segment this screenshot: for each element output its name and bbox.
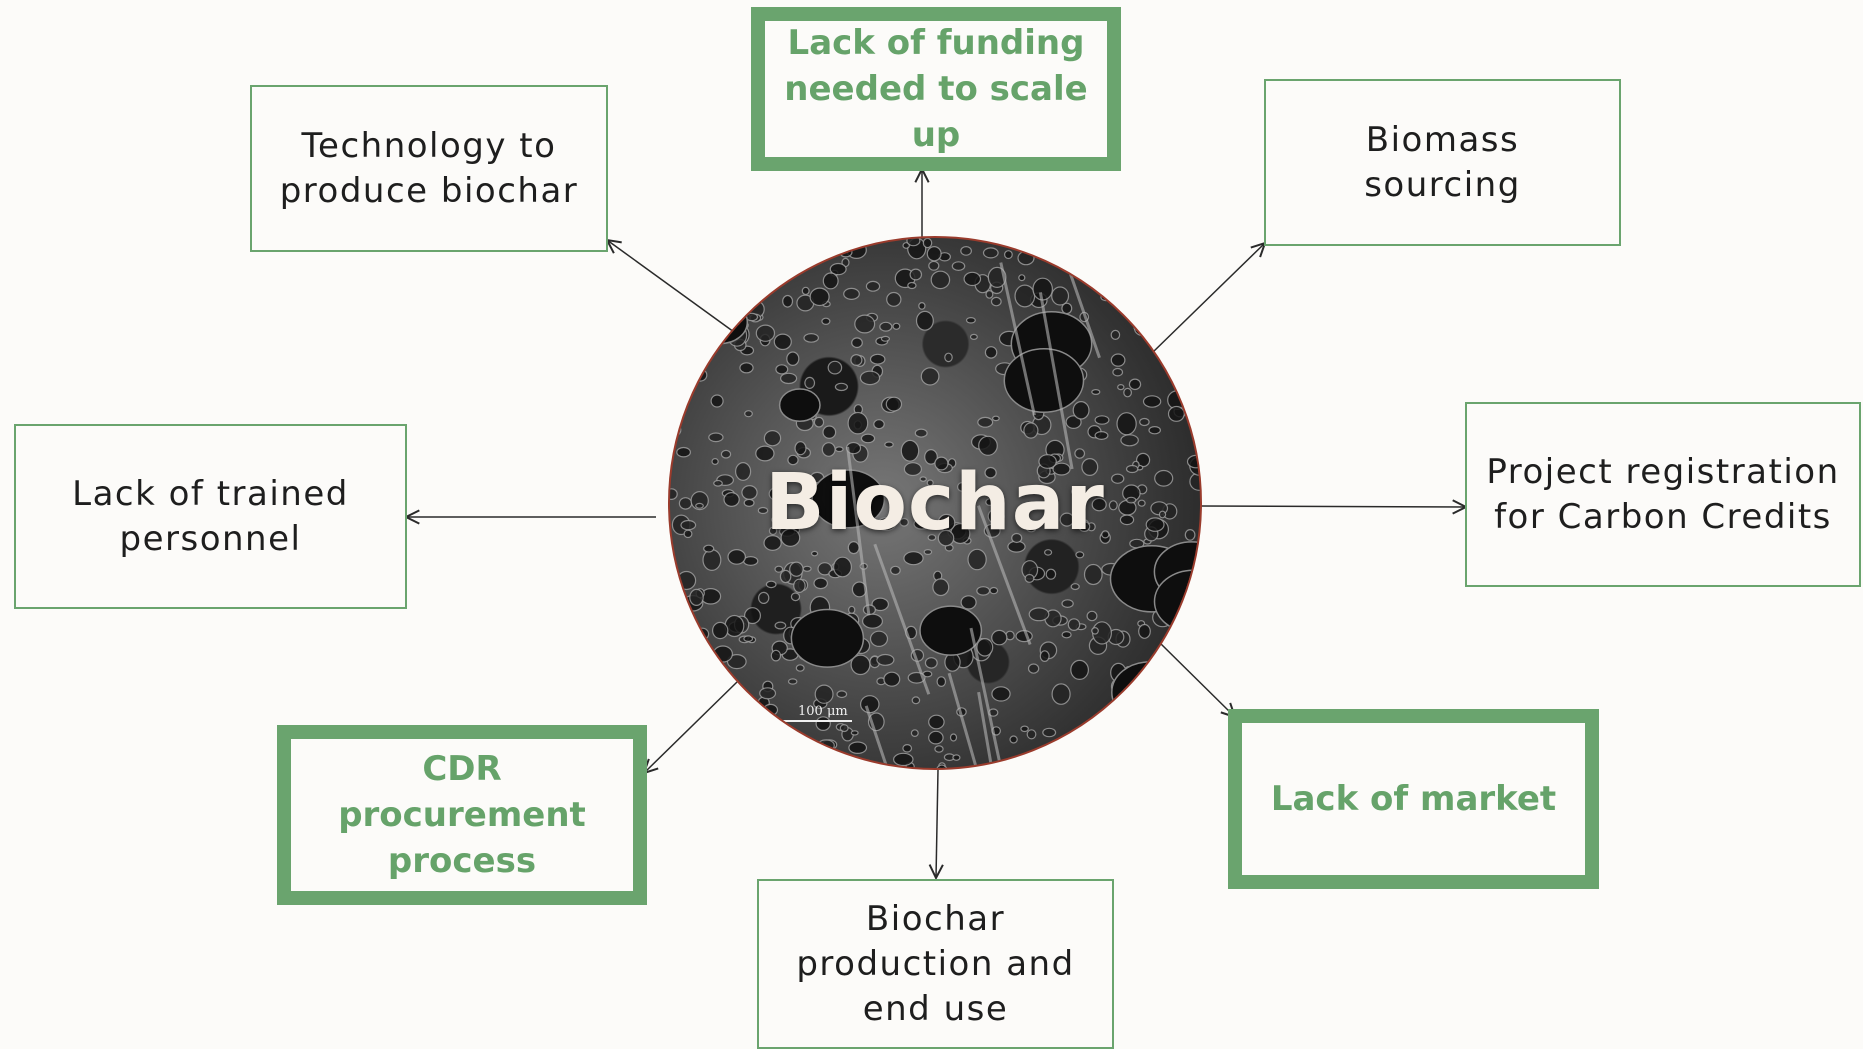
- box-trained-personnel-line-2: personnel: [119, 518, 302, 559]
- box-lack-of-market: Lack of market: [1228, 709, 1599, 889]
- box-technology-line-2: produce biochar: [279, 170, 579, 211]
- biochar-center-circle: 100 μm Biochar: [668, 236, 1202, 770]
- arrow-to-production-end-use: [936, 769, 938, 878]
- box-cdr-procurement: CDR procurement process: [277, 725, 647, 905]
- box-biomass: Biomass sourcing: [1264, 79, 1621, 246]
- box-technology-line-1: Technology to: [301, 125, 557, 166]
- scale-bar: 100 μm: [780, 704, 852, 722]
- box-trained-personnel: Lack of trained personnel: [14, 424, 407, 609]
- box-production-end-use-line-2: production and: [796, 944, 1075, 984]
- box-lack-of-market-line-1: Lack of market: [1270, 779, 1557, 819]
- box-production-end-use-line-3: end use: [862, 989, 1009, 1029]
- box-lack-of-funding-line-2: needed to scale: [784, 69, 1088, 109]
- box-technology: Technology to produce biochar: [250, 85, 608, 252]
- box-cdr-procurement-line-2: procurement: [338, 795, 586, 835]
- box-cdr-procurement-line-3: process: [387, 841, 537, 881]
- arrow-to-project-registration: [1199, 506, 1466, 507]
- box-biomass-line-2: sourcing: [1364, 164, 1521, 205]
- box-cdr-procurement-line-1: CDR: [422, 749, 502, 789]
- box-production-end-use: Biochar production and end use: [757, 879, 1114, 1049]
- box-production-end-use-line-1: Biochar: [865, 899, 1006, 939]
- box-biomass-line-1: Biomass: [1365, 119, 1520, 160]
- box-lack-of-funding-line-3: up: [911, 115, 961, 155]
- box-project-registration: Project registration for Carbon Credits: [1465, 402, 1861, 587]
- box-lack-of-funding: Lack of funding needed to scale up: [751, 7, 1121, 171]
- box-project-registration-line-1: Project registration: [1486, 451, 1840, 492]
- arrow-to-biomass: [1151, 243, 1265, 354]
- box-trained-personnel-line-1: Lack of trained: [72, 473, 349, 514]
- biochar-micrograph-texture: [670, 238, 1200, 768]
- box-project-registration-line-2: for Carbon Credits: [1494, 496, 1832, 537]
- center-title: Biochar: [765, 458, 1105, 548]
- box-lack-of-funding-line-1: Lack of funding: [787, 23, 1085, 63]
